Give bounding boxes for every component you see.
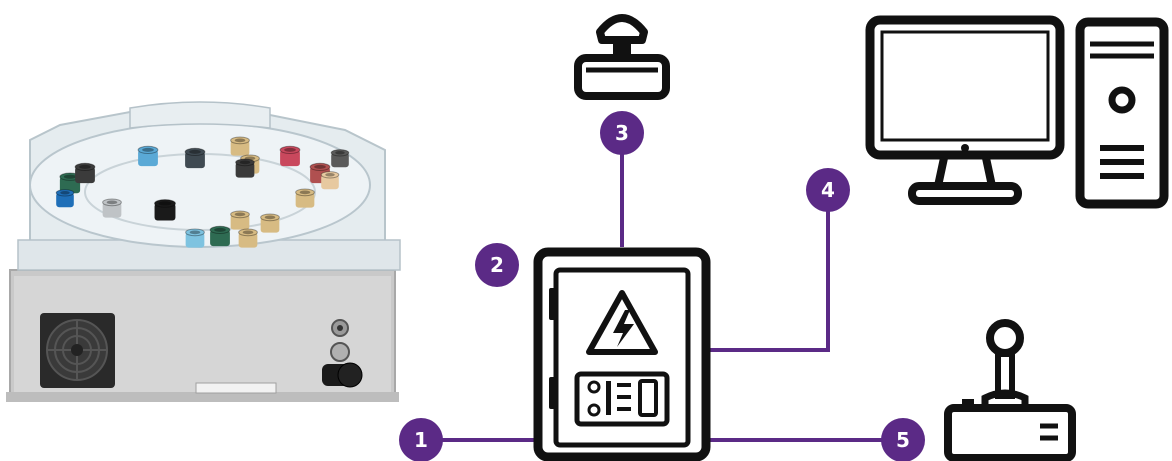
feeder-bowl bbox=[30, 123, 370, 247]
line-4 bbox=[710, 208, 828, 350]
badge-4: 4 bbox=[806, 168, 850, 212]
feeder-part-ring bbox=[56, 190, 74, 208]
feeder-part-ring bbox=[231, 137, 250, 156]
emergency-stop-button-icon bbox=[578, 18, 666, 96]
device-label-plate bbox=[196, 383, 276, 393]
desktop-computer-icon bbox=[870, 20, 1164, 204]
fan-icon bbox=[40, 313, 115, 388]
switch-panel-icon bbox=[577, 374, 667, 424]
feeder-part-ring bbox=[331, 150, 349, 168]
badge-2: 2 bbox=[475, 243, 519, 287]
feeder-part-ring bbox=[261, 214, 280, 233]
joystick-controller-icon bbox=[948, 323, 1072, 458]
feeder-part-ring bbox=[296, 189, 315, 208]
badge-5: 5 bbox=[881, 418, 925, 461]
feeder-part-ring bbox=[321, 172, 339, 190]
feeder-part-ring bbox=[239, 229, 258, 248]
feeder-device bbox=[6, 102, 400, 402]
control-cabinet-icon bbox=[538, 252, 706, 457]
high-voltage-warning-icon bbox=[589, 293, 655, 352]
badge-5-label: 5 bbox=[896, 428, 910, 452]
badge-4-label: 4 bbox=[821, 178, 835, 202]
badge-1-label: 1 bbox=[414, 428, 428, 452]
feeder-part-ring bbox=[138, 146, 158, 166]
feeder-part-ring bbox=[210, 226, 230, 246]
feeder-part-ring bbox=[103, 199, 122, 218]
feeder-part-ring bbox=[231, 211, 250, 230]
feeder-part-ring bbox=[155, 200, 176, 221]
feeder-top-fence bbox=[130, 102, 270, 128]
feeder-part-ring bbox=[186, 229, 205, 248]
badge-3-label: 3 bbox=[615, 121, 629, 145]
badge-1: 1 bbox=[399, 418, 443, 461]
feeder-part-ring bbox=[185, 148, 205, 168]
badge-3: 3 bbox=[600, 111, 644, 155]
feeder-part-ring bbox=[236, 159, 255, 178]
feeder-part-ring bbox=[75, 163, 95, 183]
feeder-part-ring bbox=[280, 146, 300, 166]
badge-2-label: 2 bbox=[490, 253, 504, 277]
